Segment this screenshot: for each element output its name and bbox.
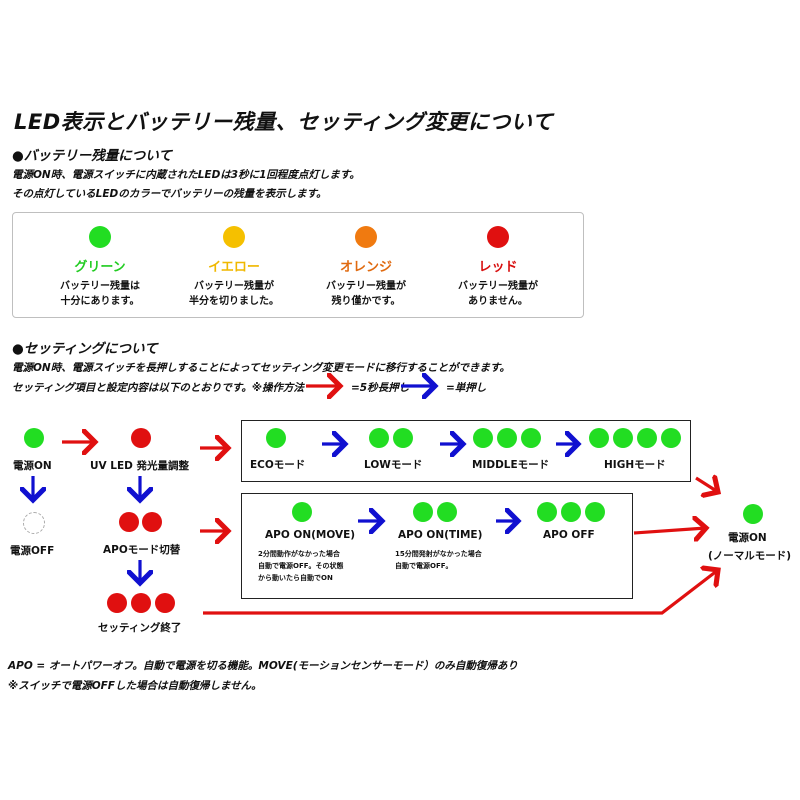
middle-led [473, 428, 493, 448]
high-led [661, 428, 681, 448]
battery-level-desc: バッテリー残量が半分を切りました。 [189, 281, 279, 307]
power-off-label: 電源OFF [10, 545, 55, 557]
yellow-led-dot [223, 226, 245, 248]
apo-led-dot [142, 512, 162, 532]
battery-level-name: オレンジ [339, 260, 392, 275]
red-led-dot [487, 226, 509, 248]
battery-level-orange: オレンジ バッテリー残量が残り僅かです。 [306, 226, 426, 309]
middle-led [521, 428, 541, 448]
power-off-led [23, 512, 45, 534]
apo-led-dot [119, 512, 139, 532]
arrow-modes-to-on [695, 478, 718, 492]
low-led [369, 428, 389, 448]
apo-off-label: APO OFF [543, 529, 595, 541]
battery-text-1: 電源ON時、電源スイッチに内蔵されたLEDは3秒に1回程度点灯します。 [12, 169, 360, 181]
apo-move-note: 2分間動作がなかった場合自動で電源OFF。その状態から動いたら自動でON [258, 550, 344, 582]
result-label-1: 電源ON [728, 532, 767, 544]
high-led [589, 428, 609, 448]
battery-level-name: グリーン [74, 260, 126, 275]
page-title: LED表示とバッテリー残量、セッティング変更について [14, 110, 554, 134]
battery-legend-box [12, 212, 584, 318]
apo-time-led [413, 502, 433, 522]
apo-off-led [537, 502, 557, 522]
battery-text-2: その点灯しているLEDのカラーでバッテリーの残量を表示します。 [12, 188, 327, 200]
battery-level-red: レッド バッテリー残量がありません。 [438, 226, 558, 309]
setting-text-1: 電源ON時、電源スイッチを長押しすることによってセッティング変更モードに移行する… [12, 362, 510, 374]
end-led-dot [131, 593, 151, 613]
middle-led [497, 428, 517, 448]
battery-level-desc: バッテリー残量が残り僅かです。 [326, 281, 406, 307]
end-led-dot [155, 593, 175, 613]
high-mode-label: HIGHモード [604, 459, 666, 471]
green-led-dot [89, 226, 111, 248]
high-led [637, 428, 657, 448]
power-on-led [24, 428, 44, 448]
apo-time-note: 15分間発射がなかった場合自動で電源OFF。 [395, 550, 482, 570]
legend-short-press: =単押し [446, 382, 487, 394]
battery-level-name: レッド [478, 260, 518, 275]
battery-level-name: イエロー [208, 260, 260, 275]
uv-led-dot [131, 428, 151, 448]
apo-switch-label: APOモード切替 [103, 544, 181, 556]
high-led [613, 428, 633, 448]
apo-move-led [292, 502, 312, 522]
setting-end-label: セッティング終了 [98, 622, 182, 634]
arrow-apo-to-on [633, 528, 706, 533]
eco-led [266, 428, 286, 448]
eco-mode-label: ECOモード [250, 459, 306, 471]
setting-heading: ●セッティングについて [12, 341, 158, 357]
footer-switch-note: ※スイッチで電源OFFした場合は自動復帰しません。 [8, 680, 262, 692]
apo-time-led [437, 502, 457, 522]
battery-level-green: グリーン バッテリー残量は十分にあります。 [40, 226, 160, 309]
power-on-label: 電源ON [13, 460, 52, 472]
battery-level-desc: バッテリー残量がありません。 [458, 281, 538, 307]
middle-mode-label: MIDDLEモード [472, 459, 550, 471]
legend-long-press: =5秒長押し [351, 382, 410, 394]
result-led [743, 504, 763, 524]
footer-apo-note: APO = オートパワーオフ。自動で電源を切る機能。MOVE(モーションセンサー… [8, 660, 518, 672]
apo-off-led [561, 502, 581, 522]
battery-level-yellow: イエロー バッテリー残量が半分を切りました。 [174, 226, 294, 309]
orange-led-dot [355, 226, 377, 248]
battery-level-desc: バッテリー残量は十分にあります。 [60, 281, 140, 307]
apo-off-led [585, 502, 605, 522]
apo-move-label: APO ON(MOVE) [265, 529, 356, 541]
result-label-2: (ノーマルモード) [708, 550, 792, 562]
apo-time-label: APO ON(TIME) [398, 529, 483, 541]
setting-text-2: セッティング項目と設定内容は以下のとおりです。※操作方法 [12, 382, 305, 394]
low-mode-label: LOWモード [364, 459, 423, 471]
battery-heading: ●バッテリー残量について [12, 148, 172, 164]
arrow-end-to-on [203, 570, 718, 615]
uv-led-label: UV LED 発光量調整 [90, 460, 190, 472]
end-led-dot [107, 593, 127, 613]
low-led [393, 428, 413, 448]
